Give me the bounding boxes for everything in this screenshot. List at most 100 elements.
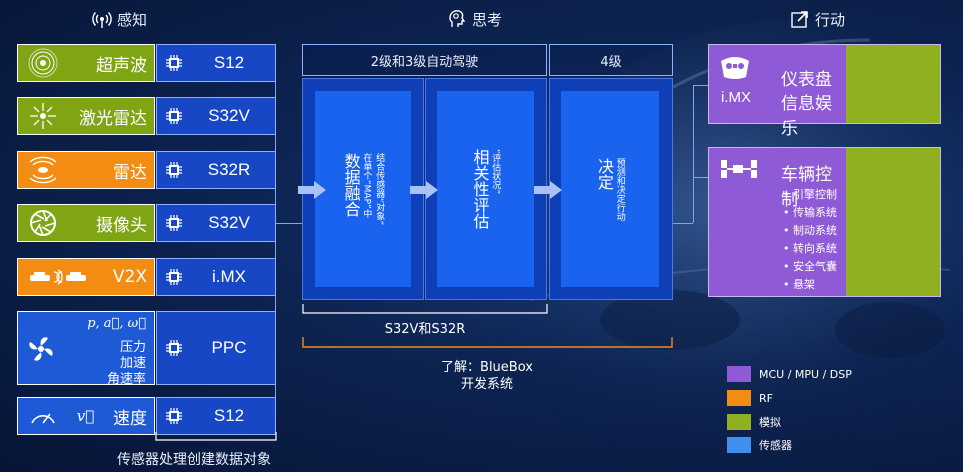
camera-aperture-icon — [28, 208, 58, 238]
sensor-kind: p, a⃗, ω⃗ 压力 加速 角速率 — [17, 311, 155, 387]
fan-icon — [26, 334, 56, 364]
connector-line — [693, 177, 708, 178]
dashboard-processor: i.MX 仪表盘 信息娱乐 — [709, 45, 846, 139]
sensor-label: 速度 — [112, 408, 147, 429]
sensor-label: 摄像头 — [96, 215, 147, 236]
sensor-label: V2X — [112, 267, 147, 287]
arrow-right-icon — [534, 180, 562, 200]
connector-line — [257, 223, 302, 224]
sensor-row-v2x: V2X i.MX — [17, 258, 276, 296]
connector-line — [693, 85, 694, 223]
sensor-kind: 激光雷达 — [17, 97, 155, 135]
vehicle-control-item: • 引擎控制 — [783, 188, 837, 201]
legend-label: 传感器 — [759, 439, 792, 452]
bluebox-label: 了解：BlueBox — [441, 360, 533, 375]
sensor-kind: v⃗ 速度 — [17, 397, 155, 435]
ppc-line: 加速 — [119, 356, 146, 371]
sensor-kind: V2X — [17, 258, 155, 296]
dashboard-chip: i.MX — [721, 89, 751, 106]
sensor-label: 激光雷达 — [79, 108, 147, 129]
level-4-label: 4级 — [549, 44, 673, 76]
sense-header-label: 感知 — [117, 10, 148, 29]
lidar-icon — [28, 101, 58, 131]
arrow-right-icon — [410, 180, 438, 200]
sensor-kind: 超声波 — [17, 44, 155, 82]
legend-swatch — [727, 390, 751, 406]
s32-brace-label: S32V和S32R — [384, 322, 466, 337]
sensor-row-ppc: p, a⃗, ω⃗ 压力 加速 角速率 PPC — [17, 311, 276, 387]
stage-sub: “评估状况” — [490, 149, 501, 195]
chassis-icon — [719, 158, 759, 180]
connector-line — [673, 223, 693, 224]
chip-icon — [165, 339, 183, 357]
s32-brace — [302, 304, 548, 314]
chip-icon — [165, 268, 183, 286]
stage-title: 决定 — [595, 157, 614, 190]
sensor-row-speed: v⃗ 速度 S12 — [17, 397, 276, 435]
external-arrow-icon — [790, 9, 810, 29]
radar-icon — [28, 155, 58, 185]
stage-sub: 预测和决定行动 — [614, 157, 625, 221]
chip-box: S32R — [156, 151, 276, 189]
head-brain-icon — [447, 9, 467, 29]
legend-label: RF — [759, 391, 773, 405]
ppc-line: 角速率 — [106, 372, 146, 387]
chip-name: S12 — [213, 53, 245, 72]
vehicle-control-analog — [846, 148, 940, 296]
chip-name: S32V — [208, 213, 250, 232]
vehicle-control-item: • 转向系统 — [783, 242, 837, 255]
legend-swatch — [727, 437, 751, 453]
stage-decision: 决定 预测和决定行动 — [561, 91, 659, 287]
think-header-label: 思考 — [472, 10, 503, 29]
legend-label: MCU / MPU / DSP — [759, 367, 852, 381]
stage-data-fusion: 数据融合 在单个“MAP”中 结合传感器“对象” — [315, 91, 411, 287]
vehicle-control-box: 车辆控制 • 引擎控制 • 传输系统 • 制动系统 • 转向系统 • 安全气囊 … — [708, 147, 941, 297]
sensor-footnote: 传感器处理创建数据对象 — [117, 452, 271, 468]
vehicle-control-item: • 制动系统 — [783, 224, 837, 237]
v2x-cars-icon — [28, 262, 88, 292]
act-header: 行动 — [790, 8, 845, 30]
level-2-3-label: 2级和3级自动驾驶 — [302, 44, 547, 76]
think-header: 思考 — [447, 8, 502, 30]
sensor-brace — [155, 432, 277, 441]
legend-label: 模拟 — [759, 416, 781, 429]
chip-name: i.MX — [212, 267, 246, 286]
sensor-label: 雷达 — [113, 162, 147, 183]
vehicle-control-title: 车辆控制 — [781, 165, 832, 210]
legend-swatch — [727, 414, 751, 430]
legend-swatch — [727, 366, 751, 382]
bluebox-label: 开发系统 — [460, 377, 513, 392]
vehicle-control-item: • 传输系统 — [783, 206, 837, 219]
ultrasonic-icon — [28, 48, 58, 78]
chip-box: S12 — [156, 44, 276, 82]
speedometer-icon — [28, 401, 58, 431]
sensor-kind: 摄像头 — [17, 204, 155, 242]
stage-title: 相关性评估 — [470, 149, 490, 229]
dashboard-line: 信息娱乐 — [781, 94, 832, 139]
legend-item-rf: RF — [727, 389, 773, 407]
dashboard-line: 仪表盘 — [781, 70, 832, 90]
chip-box: S12 — [156, 397, 276, 435]
stage-title: 数据融合 — [341, 152, 361, 217]
legend-item-mcu: MCU / MPU / DSP — [727, 365, 852, 383]
connector-line — [693, 85, 708, 86]
legend-item-sensor: 传感器 — [727, 436, 792, 454]
chip-icon — [165, 54, 183, 72]
legend-item-analog: 模拟 — [727, 413, 781, 431]
sense-header: 感知 — [92, 8, 147, 30]
sensor-row-radar: 雷达 S32R — [17, 151, 276, 189]
arrow-right-icon — [298, 180, 326, 200]
chip-name: S32V — [208, 106, 250, 125]
dashboard-analog — [846, 45, 940, 123]
sensor-row-camera: 摄像头 S32V — [17, 204, 276, 242]
chip-name: S32R — [207, 160, 251, 179]
sensor-kind: 雷达 — [17, 151, 155, 189]
vehicle-control-processor: 车辆控制 • 引擎控制 • 传输系统 • 制动系统 • 转向系统 • 安全气囊 … — [709, 148, 846, 296]
chip-name: S12 — [213, 406, 245, 425]
physics-symbols: p, a⃗, ω⃗ — [87, 316, 146, 331]
vehicle-control-item: • 悬架 — [783, 278, 815, 291]
sensor-row-ultrasonic: 超声波 S12 — [17, 44, 276, 82]
chip-icon — [165, 161, 183, 179]
chip-box: PPC — [156, 311, 276, 385]
antenna-icon — [92, 9, 112, 29]
